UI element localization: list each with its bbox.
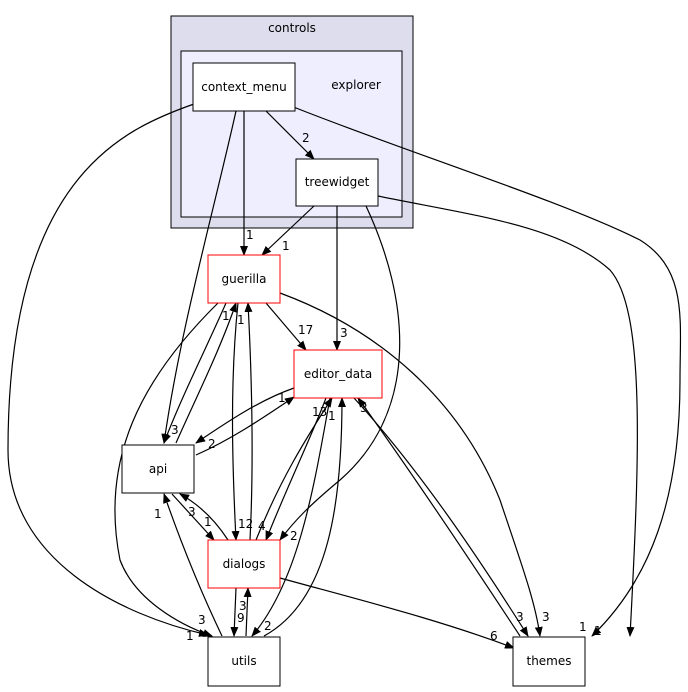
edge-label: 2: [290, 529, 298, 543]
node-context-menu[interactable]: context_menu: [192, 62, 296, 112]
node-treewidget[interactable]: treewidget: [295, 158, 379, 207]
edge-labels: 2 1 1 1 3 1 17 1 3 1 12 3 3 1 2 13 4 3 3…: [154, 131, 602, 643]
edge-dialogs-editor-data: [255, 397, 333, 541]
edge-guerilla-themes: [279, 292, 543, 637]
edge-dialogs-guerilla: [244, 302, 253, 541]
edge-guerilla-api: [163, 302, 227, 444]
edge-label: 1: [278, 391, 286, 405]
edge-label: 3: [171, 423, 179, 437]
edge-label: 1: [237, 313, 245, 327]
edge-themes-editor-data: [357, 397, 521, 637]
edge-treewidget-dialogs: [279, 205, 401, 541]
edge-context-menu-api: [161, 110, 237, 444]
edge-api-dialogs: [171, 493, 215, 541]
edge-label: 1: [328, 409, 336, 423]
edge-label: 4: [258, 519, 266, 533]
edge-editor-data-utils: [251, 397, 331, 637]
node-utils[interactable]: utils: [207, 636, 281, 687]
edge-label: 3: [198, 613, 206, 627]
node-label: dialogs: [223, 557, 266, 571]
edge-guerilla-editor-data: [265, 302, 307, 351]
edge-label: 3: [188, 505, 196, 519]
edge-utils-editor-data: [263, 397, 346, 637]
edge-dialogs-themes: [279, 577, 515, 649]
edge-label: 3: [542, 610, 550, 624]
edge-treewidget-themes: [377, 195, 638, 637]
edge-api-guerilla: [175, 302, 237, 444]
edge-label: 17: [298, 323, 313, 337]
node-label: themes: [526, 654, 571, 668]
edge-context-menu-themes: [285, 103, 682, 637]
edge-label: 2: [264, 619, 272, 633]
edge-label: 1: [222, 309, 230, 323]
edge-label: 1: [282, 239, 290, 253]
edge-label: 1: [154, 507, 162, 521]
node-label: treewidget: [305, 175, 370, 189]
node-label: api: [149, 462, 167, 476]
edge-label: 1: [579, 620, 587, 634]
cluster-explorer-label: explorer: [331, 78, 381, 92]
node-dialogs[interactable]: dialogs: [207, 539, 281, 589]
edge-editor-data-themes: [353, 397, 529, 637]
edge-label: 3: [239, 599, 247, 613]
edge-editor-data-api: [195, 387, 295, 444]
edge-dialogs-api: [179, 493, 229, 541]
edge-dialogs-utils: [230, 587, 239, 637]
edge-label: 2: [208, 437, 216, 451]
edge-api-editor-data: [195, 396, 295, 456]
edge-guerilla-utils: [114, 302, 219, 637]
edge-context-menu-utils: [7, 103, 209, 637]
edge-label: 3: [516, 610, 524, 624]
edge-label: 1: [186, 629, 194, 643]
edge-label: 12: [238, 517, 253, 531]
node-editor-data[interactable]: editor_data: [293, 349, 383, 399]
edge-treewidget-guerilla: [261, 205, 315, 256]
edge-context-menu-treewidget: [265, 110, 315, 160]
edge-label: 2: [302, 131, 310, 145]
node-label: utils: [231, 654, 256, 668]
edge-label: 3: [340, 326, 348, 340]
edge-utils-dialogs: [243, 587, 252, 637]
edge-label: 1: [204, 515, 212, 529]
cluster-controls-label: controls: [268, 21, 316, 35]
edge-guerilla-dialogs: [231, 302, 240, 541]
edge-label: 9: [237, 611, 245, 625]
node-label: editor_data: [304, 367, 372, 381]
edge-label: 13: [312, 405, 327, 419]
edge-label: 3: [360, 401, 368, 415]
edge-label: 1: [246, 228, 254, 242]
edge-label: 1: [594, 624, 602, 638]
edge-editor-data-dialogs: [265, 397, 327, 541]
edge-label: 6: [490, 629, 498, 643]
node-guerilla[interactable]: guerilla: [207, 254, 281, 304]
node-api[interactable]: api: [121, 444, 195, 494]
edges: [7, 103, 682, 649]
node-label: guerilla: [222, 272, 267, 286]
edge-utils-api: [163, 493, 223, 637]
node-label: context_menu: [201, 80, 287, 94]
node-themes[interactable]: themes: [512, 636, 586, 687]
